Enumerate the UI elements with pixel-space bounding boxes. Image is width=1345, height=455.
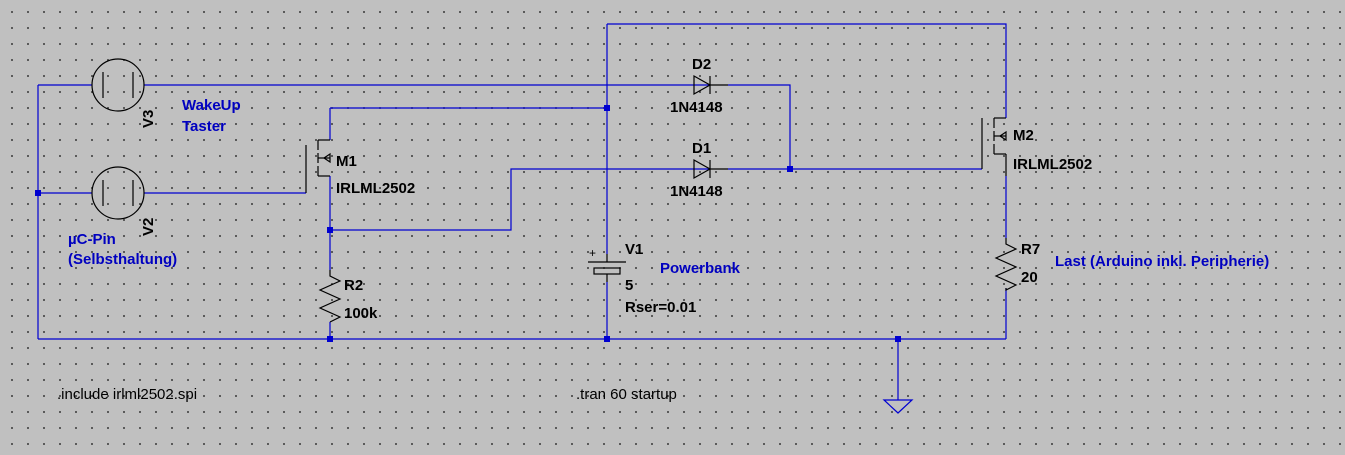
d1-anode-triangle (693, 158, 712, 180)
junction-dot (35, 190, 41, 196)
ground-symbol[interactable] (882, 399, 914, 414)
r7-ref-label: R7 (1021, 241, 1040, 258)
wire-m1-source (329, 107, 607, 140)
v1-rser-label: Rser=0.01 (625, 299, 696, 316)
m2-model-label: IRLML2502 (1013, 156, 1092, 173)
v3-ref-label: V3 (140, 110, 157, 128)
tran-directive[interactable]: .tran 60 startup (576, 386, 677, 403)
mosfet-m1[interactable]: M1 IRLML2502 (305, 139, 415, 197)
wire-v3-top (38, 84, 791, 169)
m2-body-arrow (998, 130, 1007, 142)
junction-dot (787, 166, 793, 172)
junction-dot (895, 336, 901, 342)
battery-v1[interactable]: + V1 5 Rser=0.01 (588, 241, 696, 316)
wires (37, 23, 1007, 400)
source-circle (91, 166, 145, 220)
v1-value-label: 5 (625, 277, 633, 294)
d2-anode-triangle (693, 74, 712, 96)
v1-plus-sign: + (589, 246, 596, 260)
powerbank-label: Powerbank (660, 260, 741, 277)
r7-value-label: 20 (1021, 269, 1038, 286)
r2-zigzag (318, 270, 342, 323)
voltage-source-v2[interactable]: V2 (91, 166, 157, 236)
junction-dot (327, 336, 333, 342)
r2-ref-label: R2 (344, 277, 363, 294)
mosfet-m2[interactable]: M2 IRLML2502 (981, 117, 1092, 176)
junction-dot (327, 227, 333, 233)
ground-triangle (882, 399, 914, 414)
v1-negative-plate (593, 267, 621, 275)
junction-dot (604, 105, 610, 111)
spice-directives: .include irlml2502.spi .tran 60 startup (57, 386, 677, 403)
wire-m1-drain-to-d1 (330, 168, 982, 231)
v1-ref-label: V1 (625, 241, 643, 258)
m1-model-label: IRLML2502 (336, 180, 415, 197)
m1-ref-label: M1 (336, 153, 357, 170)
diode-d2[interactable]: D2 1N4148 (670, 56, 728, 116)
d1-model-label: 1N4148 (670, 183, 723, 200)
load-label: Last (Arduino inkl. Peripherie) (1055, 253, 1269, 270)
junction-dot (604, 336, 610, 342)
source-circle (91, 58, 145, 112)
resistor-r2[interactable]: R2 100k (318, 270, 378, 323)
d2-ref-label: D2 (692, 56, 711, 73)
voltage-source-v3[interactable]: V3 (91, 58, 157, 128)
wakeup-label-line2: Taster (182, 118, 226, 135)
net-labels: WakeUp Taster µC-Pin (Selbsthaltung) Pow… (68, 97, 1269, 277)
wakeup-label-line1: WakeUp (182, 97, 241, 114)
m1-body-arrow (322, 152, 331, 164)
r2-value-label: 100k (344, 305, 378, 322)
resistor-r7[interactable]: R7 20 (994, 238, 1040, 291)
v2-ref-label: V2 (140, 218, 157, 236)
m2-ref-label: M2 (1013, 127, 1034, 144)
junctions (35, 105, 901, 342)
include-directive[interactable]: .include irlml2502.spi (57, 386, 197, 403)
d2-model-label: 1N4148 (670, 99, 723, 116)
d1-ref-label: D1 (692, 140, 711, 157)
r7-zigzag (994, 238, 1018, 291)
wire-top-loop (607, 23, 1007, 118)
diode-d1[interactable]: D1 1N4148 (670, 140, 728, 200)
uc-pin-label-line2: (Selbsthaltung) (68, 251, 177, 268)
uc-pin-label-line1: µC-Pin (68, 231, 116, 248)
